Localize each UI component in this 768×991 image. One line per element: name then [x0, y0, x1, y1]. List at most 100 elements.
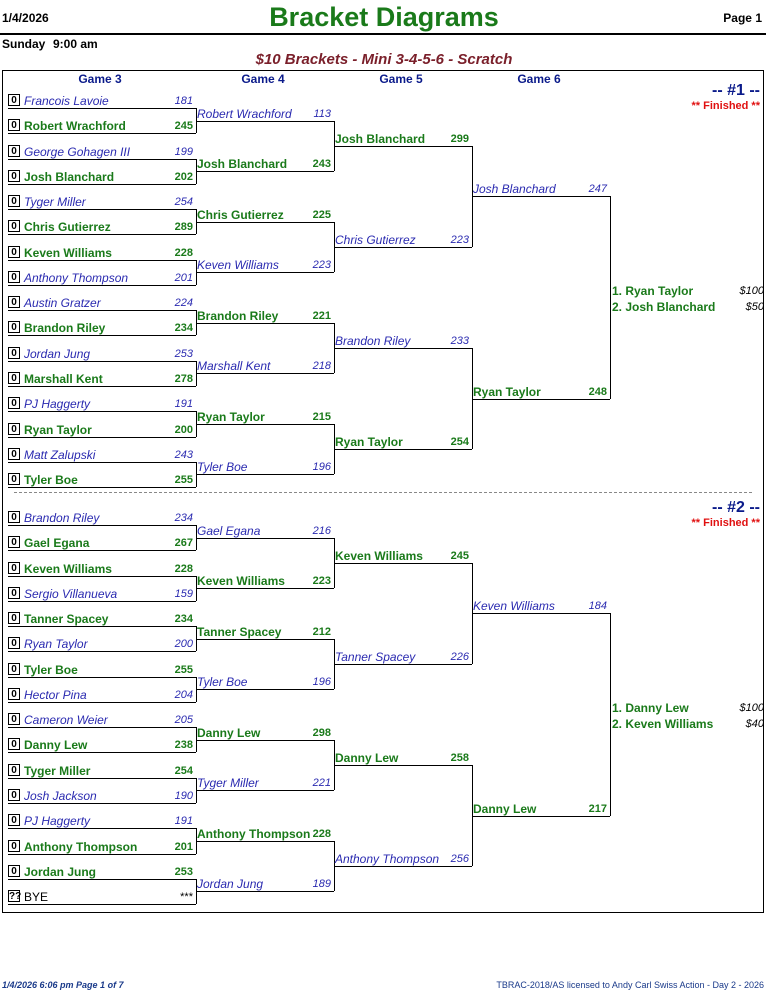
player-name: Chris Gutierrez — [197, 207, 284, 222]
player-score: 234 — [174, 613, 193, 626]
bracket-connector — [334, 322, 335, 374]
player-name: PJ Haggerty — [24, 397, 91, 412]
player-name: Anthony Thompson — [197, 826, 311, 841]
player-score: 201 — [174, 271, 193, 284]
player-name: Danny Lew — [473, 801, 537, 816]
player-score: 204 — [174, 688, 193, 701]
player-name: Tyger Miller — [24, 195, 86, 210]
player-name: PJ Haggerty — [24, 814, 91, 829]
bracket-line — [8, 411, 196, 413]
player-score: 258 — [450, 752, 469, 765]
player-score: 225 — [312, 208, 331, 221]
player-name: Ryan Taylor — [24, 422, 92, 437]
print-date: 1/4/2026 — [2, 11, 49, 25]
player-score: 248 — [588, 385, 607, 398]
seed-box: ?? — [8, 890, 22, 903]
bracket-line — [334, 449, 472, 451]
player-score: 253 — [174, 865, 193, 878]
bracket-line — [8, 701, 196, 703]
bracket-line — [196, 588, 334, 590]
bracket-line — [8, 158, 196, 160]
seed-box: 0 — [8, 788, 20, 801]
player-score: 238 — [174, 739, 193, 752]
player-name: Jordan Jung — [197, 877, 264, 892]
player-score: 228 — [312, 827, 331, 840]
bracket-connector — [196, 777, 197, 803]
bracket-connector — [610, 613, 611, 816]
bracket-connector — [196, 360, 197, 386]
bracket-line — [196, 322, 334, 324]
seed-box: 0 — [8, 220, 20, 233]
player-name: Francois Lavoie — [24, 94, 109, 108]
seed-box: 0 — [8, 422, 20, 435]
seed-box: 0 — [8, 814, 20, 827]
result-prize: $40 — [745, 717, 764, 730]
bracket-connector — [196, 575, 197, 601]
seed-box: 0 — [8, 687, 20, 700]
bracket-line — [8, 461, 196, 463]
player-name: Keven Williams — [197, 258, 279, 273]
player-name: Anthony Thompson — [335, 852, 440, 867]
player-score: 224 — [174, 297, 193, 310]
player-score: 200 — [174, 638, 193, 651]
seed-box: 0 — [8, 561, 20, 574]
bracket-line — [8, 853, 196, 855]
bracket-line — [196, 638, 334, 640]
seed-box: 0 — [8, 738, 20, 751]
player-score: 221 — [312, 309, 331, 322]
player-name: Ryan Taylor — [473, 384, 541, 399]
bracket-line — [196, 840, 334, 842]
player-name: Keven Williams — [473, 599, 555, 614]
player-score: 234 — [174, 322, 193, 335]
bracket-line — [196, 373, 334, 375]
player-name: Josh Blanchard — [473, 182, 556, 197]
column-header-game4: Game 4 — [241, 72, 285, 86]
result-prize: $100 — [739, 284, 764, 297]
bracket-line — [8, 802, 196, 804]
bracket-line — [334, 765, 472, 767]
seed-box: 0 — [8, 119, 20, 132]
player-name: Marshall Kent — [24, 371, 103, 386]
bracket-connector — [196, 676, 197, 702]
bracket-line — [196, 120, 334, 122]
bracket-line — [8, 651, 196, 653]
seed-box: 0 — [8, 637, 20, 650]
bracket-status: ** Finished ** — [691, 100, 760, 112]
result-place: 1. Danny Lew — [612, 700, 689, 715]
player-score: 253 — [174, 347, 193, 360]
seed-box: 0 — [8, 397, 20, 410]
player-name: Tyler Boe — [24, 473, 78, 488]
seed-box: 0 — [8, 586, 20, 599]
bracket-connector — [610, 196, 611, 399]
bracket-line — [8, 108, 196, 109]
player-score: 299 — [450, 132, 469, 145]
bracket-line — [8, 385, 196, 387]
player-score: 196 — [312, 676, 331, 689]
column-header-game6: Game 6 — [517, 72, 561, 86]
bracket-line — [334, 562, 472, 564]
session-day: Sunday — [2, 37, 46, 51]
player-score: 221 — [312, 777, 331, 790]
player-score: 245 — [174, 120, 193, 133]
seed-box: 0 — [8, 511, 20, 523]
player-name: Marshall Kent — [197, 359, 271, 374]
player-name: Tyger Miller — [24, 763, 91, 778]
seed-box: 0 — [8, 662, 20, 675]
bracket-line — [8, 259, 196, 261]
result-prize: $50 — [745, 300, 764, 313]
bracket-line — [196, 221, 334, 223]
player-score: 243 — [312, 158, 331, 171]
bracket-divider — [14, 492, 752, 493]
bracket-line — [472, 196, 610, 198]
player-score: 159 — [174, 587, 193, 600]
bracket-line — [334, 348, 472, 350]
bracket-line — [8, 727, 196, 729]
player-name: Brandon Riley — [335, 334, 411, 349]
player-name: George Gohagen III — [24, 144, 131, 159]
seed-box: 0 — [8, 612, 20, 625]
bracket-line — [472, 815, 610, 817]
result-place: 2. Keven Williams — [612, 716, 714, 731]
player-name: BYE — [24, 890, 49, 905]
player-name: Ryan Taylor — [24, 637, 88, 652]
result-place: 2. Josh Blanchard — [612, 299, 716, 314]
